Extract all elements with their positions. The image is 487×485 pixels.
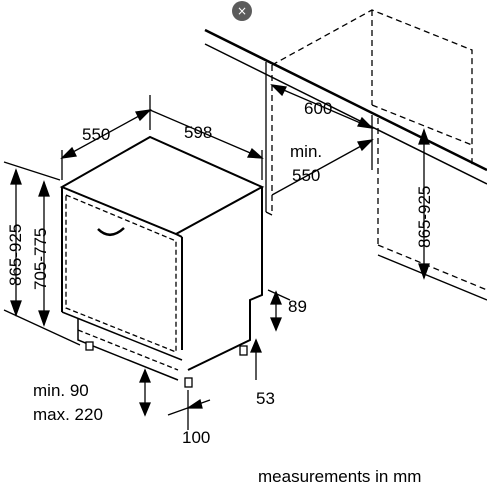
label-depth: 550	[82, 125, 110, 144]
dishwasher-body	[59, 135, 265, 388]
countertop-niche	[204, 9, 487, 301]
label-foot-offset: 53	[256, 389, 275, 408]
label-kick-max: max. 220	[33, 405, 103, 424]
label-niche-depth-value: 550	[292, 166, 320, 185]
label-niche-depth-min: min.	[290, 142, 322, 161]
close-icon[interactable]: ×	[232, 1, 252, 21]
label-niche-width: 600	[304, 99, 332, 118]
label-width: 598	[184, 123, 212, 142]
label-height-inner: 705-775	[31, 228, 50, 290]
label-foot-setback: 100	[182, 428, 210, 447]
label-kick-min: min. 90	[33, 381, 89, 400]
label-niche-height: 865-925	[415, 186, 434, 248]
caption-measurements: measurements in mm	[258, 467, 421, 485]
label-plinth-height: 89	[288, 297, 307, 316]
label-height-left: 865-925	[6, 224, 25, 286]
dimension-lines	[3, 84, 430, 430]
